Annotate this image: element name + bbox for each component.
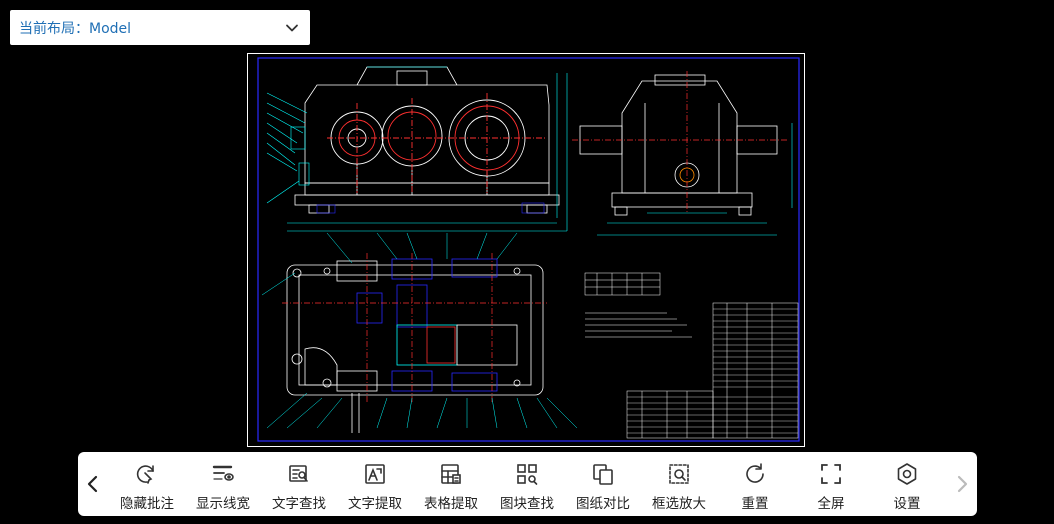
spec-table bbox=[584, 272, 661, 296]
tool-reset[interactable]: 重置 bbox=[717, 458, 793, 512]
block-search-icon bbox=[517, 464, 538, 485]
tool-label: 设置 bbox=[893, 496, 921, 512]
line-width-icon bbox=[212, 465, 234, 481]
parts-list-table bbox=[626, 302, 799, 439]
chevron-down-icon bbox=[286, 24, 298, 31]
fullscreen-icon bbox=[821, 464, 841, 484]
front-view-details bbox=[266, 66, 568, 232]
table-extract-icon bbox=[441, 464, 461, 484]
tool-label: 显示线宽 bbox=[196, 496, 250, 512]
text-extract-icon bbox=[365, 464, 385, 484]
tool-label: 表格提取 bbox=[424, 496, 478, 512]
chevron-right-icon bbox=[957, 475, 968, 493]
tool-show-line-width[interactable]: 显示线宽 bbox=[185, 458, 261, 512]
front-view-gears bbox=[327, 93, 547, 193]
tool-label: 图块查找 bbox=[500, 496, 554, 512]
tool-label: 图纸对比 bbox=[576, 496, 630, 512]
tool-zoom-box[interactable]: 框选放大 bbox=[641, 458, 717, 512]
zoom-box-icon bbox=[669, 464, 689, 484]
tool-label: 文字提取 bbox=[348, 496, 402, 512]
reset-icon bbox=[746, 463, 764, 483]
tool-block-search[interactable]: 图块查找 bbox=[489, 458, 565, 512]
tool-settings[interactable]: 设置 bbox=[869, 458, 945, 512]
toolbar-scroll-left-button[interactable] bbox=[78, 452, 108, 516]
tool-text-search[interactable]: 文字查找 bbox=[261, 458, 337, 512]
tool-hide-annotations[interactable]: 隐藏批注 bbox=[109, 458, 185, 512]
cad-drawing-canvas[interactable] bbox=[247, 53, 805, 447]
tool-label: 全屏 bbox=[817, 496, 845, 512]
tool-fullscreen[interactable]: 全屏 bbox=[793, 458, 869, 512]
front-view bbox=[294, 66, 560, 214]
tool-label: 框选放大 bbox=[652, 496, 706, 512]
plan-view bbox=[286, 264, 544, 396]
side-view bbox=[579, 74, 778, 216]
toolbar-scroll-right-button[interactable] bbox=[947, 452, 977, 516]
chevron-left-icon bbox=[87, 475, 98, 493]
hide-annotation-icon bbox=[136, 465, 154, 484]
technical-notes bbox=[585, 312, 692, 338]
tool-drawing-compare[interactable]: 图纸对比 bbox=[565, 458, 641, 512]
drawing-compare-icon bbox=[593, 464, 613, 485]
tool-label: 重置 bbox=[741, 496, 769, 512]
plan-view-shafts bbox=[336, 258, 518, 433]
settings-icon bbox=[897, 463, 917, 485]
layout-selector[interactable]: 当前布局：Model bbox=[10, 10, 310, 45]
tool-text-extract[interactable]: 文字提取 bbox=[337, 458, 413, 512]
layout-selector-label: 当前布局：Model bbox=[19, 20, 132, 37]
tool-label: 文字查找 bbox=[272, 496, 326, 512]
tool-table-extract[interactable]: 表格提取 bbox=[413, 458, 489, 512]
bottom-toolbar: 隐藏批注 显示线宽 文字查找 文字提取 表格提取 bbox=[78, 452, 977, 516]
text-search-icon bbox=[289, 465, 308, 482]
tool-label: 隐藏批注 bbox=[120, 496, 174, 512]
